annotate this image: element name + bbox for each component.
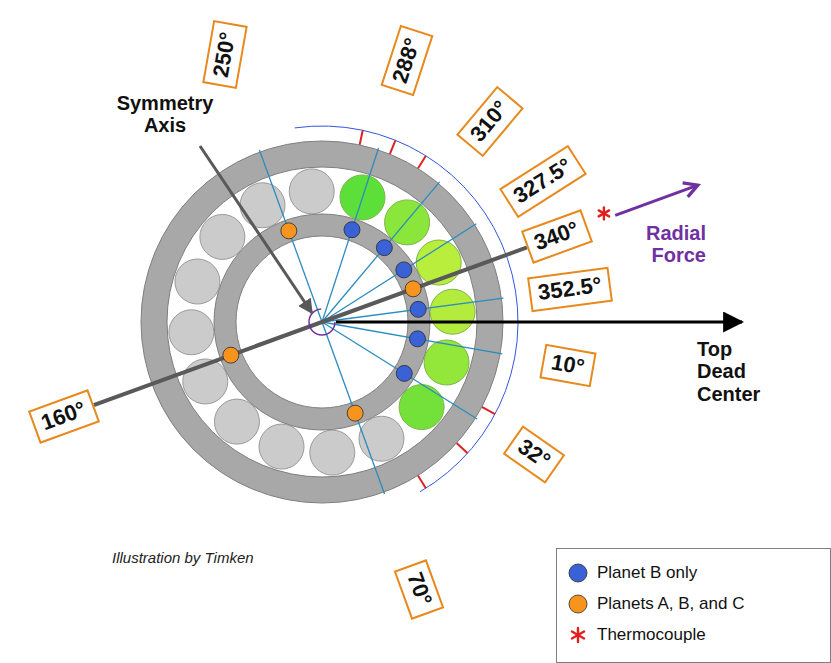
angle-label: 160° <box>37 395 89 436</box>
planet-dot <box>396 365 412 381</box>
load-tick <box>418 156 426 169</box>
angle-leader <box>322 322 502 354</box>
planet-dot <box>405 281 421 297</box>
roller <box>310 430 355 475</box>
planet-dot <box>396 262 412 278</box>
radial-force-arrow <box>615 185 698 215</box>
swatch-dot <box>569 564 587 582</box>
angle-box: 288° <box>380 25 433 97</box>
arrows <box>200 146 742 322</box>
angle-box: 250° <box>202 20 248 89</box>
angle-leader <box>322 148 379 322</box>
legend-row: Thermocouple <box>567 619 822 650</box>
annotation-label: Radial Force <box>626 222 706 267</box>
legend-text: Planets A, B, and C <box>597 594 744 614</box>
annotation-label: Illustration by Timken <box>112 550 312 567</box>
legend-row: Planet B only <box>567 557 822 588</box>
roller <box>175 259 220 304</box>
angle-label: 70° <box>402 569 438 610</box>
swatch-asterisk <box>572 628 584 642</box>
load-tick <box>390 140 396 154</box>
asterisk-stroke <box>572 631 584 638</box>
angle-label: 10° <box>549 349 587 381</box>
angle-leader <box>259 150 322 322</box>
load-tick <box>418 475 426 488</box>
symmetry-axis-line <box>76 236 557 411</box>
annotation-label: Top Dead Center <box>697 338 773 405</box>
load-tick <box>482 407 495 414</box>
roller <box>359 416 404 461</box>
planet-dot <box>376 240 392 256</box>
top-dead-center-arrow <box>336 321 742 324</box>
asterisk-stroke <box>599 210 609 216</box>
angle-leader <box>322 322 477 419</box>
roller <box>240 183 285 228</box>
angle-box: 70° <box>394 559 445 620</box>
centre-mark <box>309 309 335 335</box>
swatch-dot <box>569 595 587 613</box>
planet-dot <box>410 301 426 317</box>
angle-label: 340° <box>531 216 583 257</box>
legend-swatch <box>567 562 589 584</box>
angle-box: 10° <box>540 344 597 387</box>
legend-row: Planets A, B, and C <box>567 588 822 619</box>
angle-box: 327.5° <box>499 144 587 218</box>
legend-box: Planet B onlyPlanets A, B, and C Thermoco… <box>556 548 831 663</box>
angle-label: 310° <box>465 95 515 147</box>
symmetry-axis-arrow <box>200 146 312 313</box>
planet-dot <box>410 331 426 347</box>
angle-box: 340° <box>521 209 593 264</box>
angle-box: 352.5° <box>527 267 613 312</box>
angle-leader <box>322 322 385 494</box>
roller <box>169 310 214 355</box>
legend-text: Thermocouple <box>597 625 706 645</box>
angle-box: 160° <box>28 389 100 444</box>
roller <box>385 200 430 245</box>
asterisk-stroke <box>572 631 584 638</box>
thermocouple-mark <box>599 207 609 219</box>
load-tick <box>360 130 363 145</box>
roller <box>289 169 334 214</box>
planet-dot <box>344 222 360 238</box>
roller <box>200 214 245 259</box>
planet-dot <box>223 347 239 363</box>
roller <box>399 385 444 430</box>
roller <box>259 424 304 469</box>
angle-label: 250° <box>207 29 241 79</box>
roller <box>214 399 259 444</box>
angle-box: 32° <box>503 425 566 483</box>
angle-box: 310° <box>456 86 524 158</box>
angle-label: 32° <box>513 434 556 475</box>
angle-label: 288° <box>387 34 426 86</box>
planet-dot <box>281 223 297 239</box>
angle-label: 352.5° <box>536 272 603 307</box>
legend-text: Planet B only <box>597 563 697 583</box>
asterisk-stroke <box>599 210 609 216</box>
planet-dot <box>347 405 363 421</box>
angle-label: 327.5° <box>509 153 577 210</box>
legend-swatch <box>567 624 589 646</box>
annotation-label: Symmetry Axis <box>95 92 235 137</box>
load-tick <box>457 443 468 453</box>
legend-swatch <box>567 593 589 615</box>
roller <box>430 289 475 334</box>
